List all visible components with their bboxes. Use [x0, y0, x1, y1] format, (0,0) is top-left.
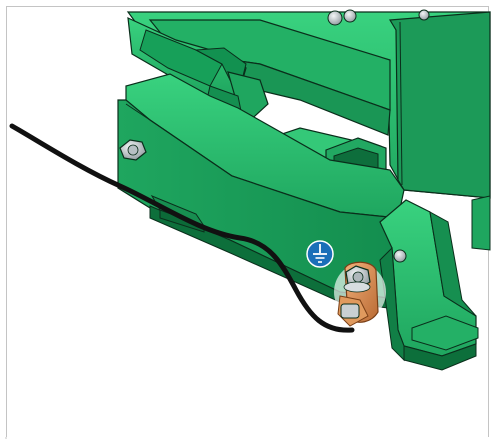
- grounding-lug: [334, 261, 386, 327]
- right-foot: [379, 195, 491, 371]
- ground-cable: [9, 123, 355, 333]
- ground-sign-icon: [306, 240, 334, 268]
- left-bolt: [119, 139, 147, 161]
- upper-frame: [126, 9, 491, 199]
- clamp-arms: [127, 17, 269, 128]
